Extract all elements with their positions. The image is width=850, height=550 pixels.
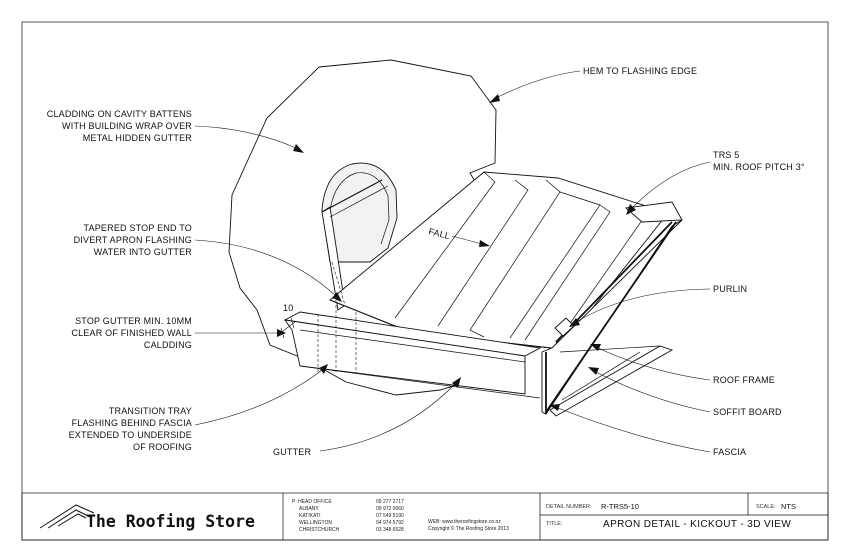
- title-block: The Roofing Store P: HEAD OFFICE 09 277 …: [21, 492, 829, 541]
- roof-logo-icon: [39, 504, 95, 529]
- arrowhead-tapered: [332, 292, 342, 302]
- arrowhead-roof-frame: [590, 344, 601, 351]
- label-trs5-line2: MIN. ROOF PITCH 3°: [713, 162, 805, 172]
- office-phone-1: 09 972 0060: [376, 506, 404, 512]
- label-dim-10: 10: [283, 303, 293, 313]
- label-hem-to-flashing-edge: HEM TO FLASHING EDGE: [583, 66, 697, 76]
- scale-value: NTS: [781, 502, 796, 511]
- office-phone-2: 07 549 5190: [376, 513, 404, 519]
- label-roof-frame: ROOF FRAME: [713, 375, 775, 385]
- office-name-0: P: HEAD OFFICE: [292, 499, 332, 505]
- office-name-2: KATIKATI: [299, 513, 320, 519]
- leader-roof-frame: [597, 347, 711, 381]
- label-transition-line2: FLASHING BEHIND FASCIA: [72, 418, 192, 428]
- office-name-4: CHRISTCHURCH: [299, 527, 340, 533]
- copyright: Copyright © The Roofing Store 2013: [428, 525, 509, 532]
- leader-trs5: [631, 161, 711, 209]
- detail-number: R-TRS5-10: [601, 502, 639, 511]
- logo-text: The Roofing Store: [86, 512, 255, 531]
- label-trs5-line1: TRS 5: [713, 150, 740, 160]
- arrowhead-trs5: [626, 204, 636, 215]
- office-phone-3: 04 974 5792: [376, 520, 404, 526]
- stop-end-lip-2: [329, 185, 389, 218]
- title-caption: TITLE:: [546, 521, 563, 527]
- label-cladding-line1: CLADDING ON CAVITY BATTENS: [47, 109, 192, 119]
- office-name-1: ALBANY: [299, 506, 319, 512]
- leader-hem: [495, 70, 581, 99]
- fall-arrow-line: [451, 235, 483, 245]
- label-tapered-line2: DIVERT APRON FLASHING: [74, 235, 192, 245]
- arrowhead-gutter: [452, 377, 461, 388]
- leader-purlin: [575, 288, 711, 323]
- leader-transition: [194, 369, 323, 426]
- label-purlin: PURLIN: [713, 284, 747, 294]
- label-cladding-line2: WITH BUILDING WRAP OVER: [62, 121, 192, 131]
- roof-rib-5: [524, 204, 611, 341]
- roof-edge-trim: [624, 201, 683, 223]
- label-transition-line1: TRANSITION TRAY: [109, 406, 192, 416]
- cladding-arch-opening: [321, 162, 398, 263]
- arrowhead-stop-gutter: [277, 329, 286, 337]
- gutter-bottom-edge: [299, 365, 541, 399]
- stop-end-lip: [321, 179, 383, 213]
- roof-rib-1: [394, 171, 496, 319]
- arrowhead-cladding: [293, 144, 304, 153]
- detail-number-caption: DETAIL NUMBER:: [546, 504, 592, 510]
- office-phone-0: 09 277 2717: [376, 499, 404, 505]
- arrowhead-transition: [319, 364, 328, 374]
- leader-soffit: [595, 371, 711, 413]
- label-tapered-line3: WATER INTO GUTTER: [94, 247, 193, 257]
- gutter-front: [284, 319, 526, 395]
- cladding-arch-inner: [329, 172, 390, 245]
- label-stop-line1: STOP GUTTER MIN. 10MM: [75, 316, 192, 326]
- label-gutter: GUTTER: [273, 447, 311, 457]
- arrowhead-fascia: [549, 404, 560, 411]
- label-stop-line3: CALDDING: [144, 340, 192, 350]
- label-tapered-line1: TAPERED STOP END TO: [84, 223, 193, 233]
- label-soffit-board: SOFFIT BOARD: [713, 407, 782, 417]
- title-block-frame: [21, 492, 829, 541]
- roof-rib-3: [469, 179, 561, 338]
- arrowhead-purlin: [569, 318, 580, 327]
- dim-10-tick2: [290, 317, 295, 329]
- office-phone-4: 03 348 6528: [376, 527, 404, 533]
- scale-caption: SCALE:: [756, 504, 776, 510]
- arrowhead-hem: [489, 94, 500, 103]
- fascia-front: [545, 221, 677, 413]
- label-cladding-line3: METAL HIDDEN GUTTER: [83, 133, 193, 143]
- soffit-board: [549, 345, 674, 417]
- label-fascia: FASCIA: [713, 447, 746, 457]
- leader-fascia: [557, 407, 711, 453]
- leader-tapered: [194, 239, 337, 297]
- office-name-3: WELLINGTON: [299, 520, 332, 526]
- label-transition-line4: OF ROOFING: [133, 442, 192, 452]
- roof-frame-member: [559, 345, 661, 353]
- label-transition-line3: EXTENDED TO UNDERSIDE: [69, 430, 192, 440]
- leader-cladding: [194, 125, 297, 149]
- leader-gutter: [319, 383, 456, 452]
- gutter-lip: [299, 329, 526, 363]
- stop-gutter-hidden: [331, 261, 346, 306]
- web-address: WEB: www.theroofingstore.co.nz: [428, 519, 501, 525]
- roof-rib-2: [437, 179, 529, 327]
- drawing-title: APRON DETAIL - KICKOUT - 3D VIEW: [603, 519, 791, 530]
- fall-arrowhead: [479, 240, 490, 247]
- label-stop-line2: CLEAR OF FINISHED WALL: [71, 328, 192, 338]
- arrowhead-soffit: [588, 367, 599, 375]
